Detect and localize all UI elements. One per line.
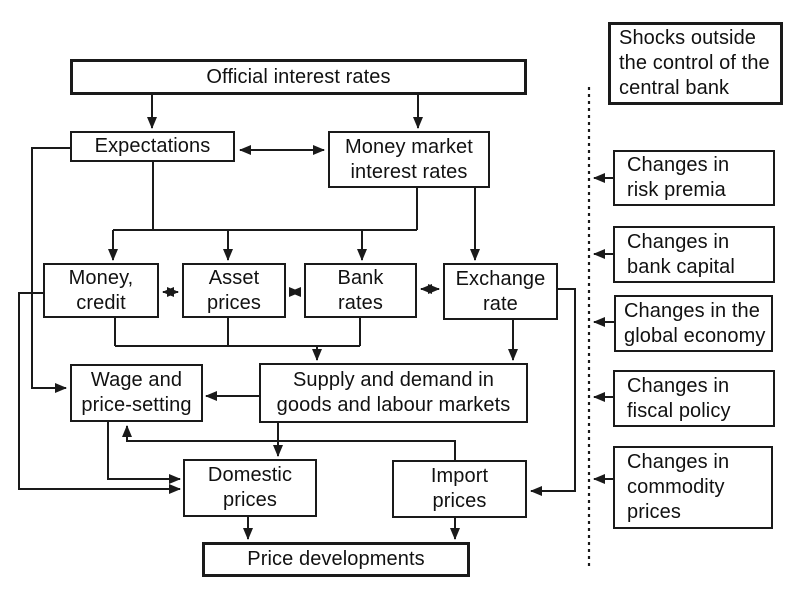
- box-asset-prices: Asset prices: [182, 263, 286, 318]
- box-changes-fiscal-policy: Changes in fiscal policy: [613, 370, 775, 427]
- box-import-prices: Import prices: [392, 460, 527, 518]
- box-changes-risk-premia-label: Changes in risk premia: [627, 154, 730, 201]
- box-bank-rates: Bank rates: [304, 263, 417, 318]
- box-official-interest-rates-label: Official interest rates: [206, 65, 391, 88]
- box-expectations: Expectations: [70, 131, 235, 162]
- box-wage-and-price-setting: Wage and price-setting: [70, 364, 203, 422]
- box-changes-global-economy-label: Changes in the global economy: [624, 299, 766, 347]
- box-domestic-prices-label: Domestic prices: [207, 464, 293, 511]
- box-changes-bank-capital: Changes in bank capital: [613, 226, 775, 283]
- box-changes-commodity-prices-label: Changes in commodity prices: [627, 451, 730, 523]
- box-asset-prices-label: Asset prices: [207, 266, 261, 314]
- box-money-market-interest-rates: Money market interest rates: [328, 131, 490, 188]
- box-domestic-prices: Domestic prices: [183, 459, 317, 517]
- box-money-market-interest-rates-label: Money market interest rates: [345, 135, 473, 183]
- box-exchange-rate-label: Exchange rate: [455, 267, 546, 315]
- arrow-money-credit-to-domestic: [18, 292, 181, 494]
- box-supply-and-demand: Supply and demand in goods and labour ma…: [259, 363, 528, 423]
- box-exchange-rate: Exchange rate: [443, 263, 558, 320]
- box-changes-risk-premia: Changes in risk premia: [613, 150, 775, 206]
- box-expectations-label: Expectations: [94, 135, 211, 157]
- box-import-prices-label: Import prices: [430, 465, 489, 512]
- arrow-exchange-to-import: [530, 288, 576, 496]
- box-price-developments: Price developments: [202, 542, 470, 577]
- box-bank-rates-label: Bank rates: [337, 266, 384, 314]
- arrow-expectations-to-wage: [31, 147, 70, 393]
- box-wage-and-price-setting-label: Wage and price-setting: [81, 369, 192, 416]
- arrow-wage-to-domestic: [107, 422, 181, 484]
- box-changes-commodity-prices: Changes in commodity prices: [613, 446, 773, 529]
- box-shocks-header: Shocks outside the control of the centra…: [608, 22, 783, 105]
- line-expectations-tree: [113, 162, 418, 231]
- box-supply-and-demand-label: Supply and demand in goods and labour ma…: [276, 369, 511, 416]
- box-changes-global-economy: Changes in the global economy: [614, 295, 773, 352]
- box-price-developments-label: Price developments: [247, 548, 425, 570]
- line-midrow-collector: [114, 318, 361, 347]
- box-changes-bank-capital-label: Changes in bank capital: [627, 230, 735, 278]
- box-shocks-header-label: Shocks outside the control of the centra…: [619, 27, 770, 99]
- box-changes-fiscal-policy-label: Changes in fiscal policy: [627, 374, 731, 422]
- box-official-interest-rates: Official interest rates: [70, 59, 527, 95]
- box-money-credit-label: Money, credit: [68, 266, 134, 314]
- arrow-import-to-wage: [122, 425, 456, 460]
- box-money-credit: Money, credit: [43, 263, 159, 318]
